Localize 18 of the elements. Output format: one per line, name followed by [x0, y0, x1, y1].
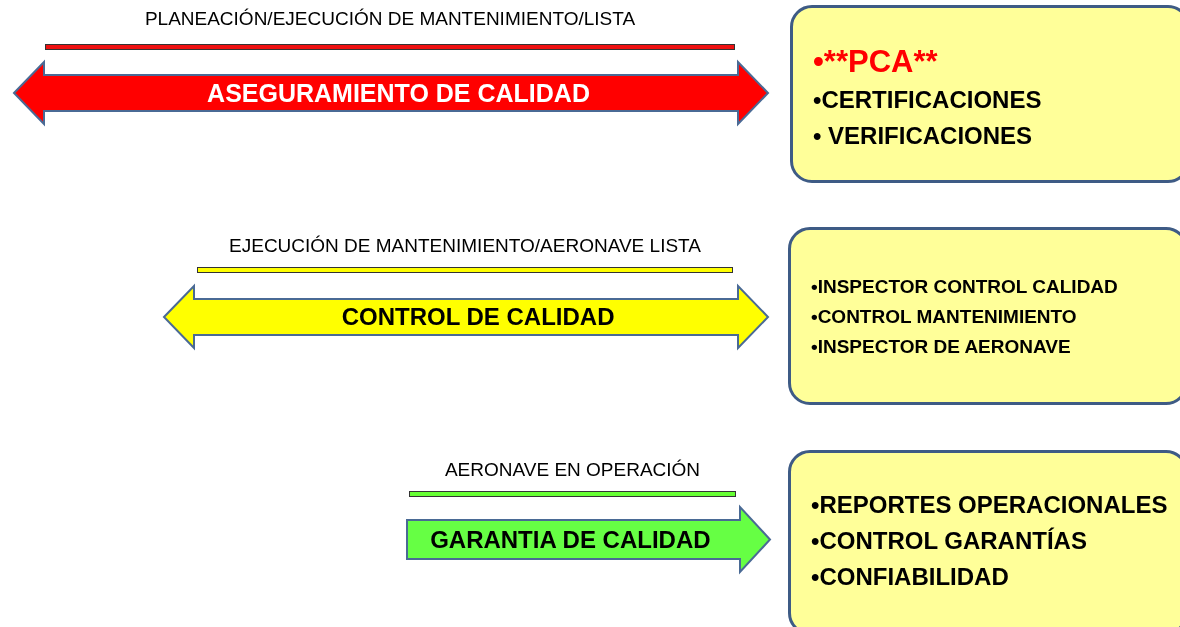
- bullet-item: •INSPECTOR DE AERONAVE: [811, 336, 1071, 358]
- arrow-label: CONTROL DE CALIDAD: [341, 303, 615, 331]
- note-card: [790, 5, 1180, 183]
- bar-caption: PLANEACIÓN/EJECUCIÓN DE MANTENIMIENTO/LISTA: [143, 8, 637, 30]
- note-card: [788, 227, 1180, 405]
- note-card: [788, 450, 1180, 627]
- bullet-item: •CONTROL GARANTÍAS: [811, 527, 1087, 555]
- bullet-item: • VERIFICACIONES: [813, 122, 1033, 150]
- bar-caption: EJECUCIÓN DE MANTENIMIENTO/AERONAVE LISTA: [228, 235, 702, 257]
- bullet-item: •INSPECTOR CONTROL CALIDAD: [811, 276, 1118, 298]
- bar-caption: AERONAVE EN OPERACIÓN: [443, 459, 702, 481]
- bullet-item: •**PCA**: [813, 44, 938, 80]
- arrow-label: ASEGURAMIENTO DE CALIDAD: [207, 78, 590, 108]
- bullet-item: •CONFIABILIDAD: [811, 563, 1009, 591]
- bullet-item: •CONTROL MANTENIMIENTO: [811, 306, 1077, 328]
- arrow-label: GARANTIA DE CALIDAD: [430, 525, 711, 554]
- bullet-item: •REPORTES OPERACIONALES: [811, 491, 1168, 519]
- bullet-item: •CERTIFICACIONES: [813, 86, 1042, 114]
